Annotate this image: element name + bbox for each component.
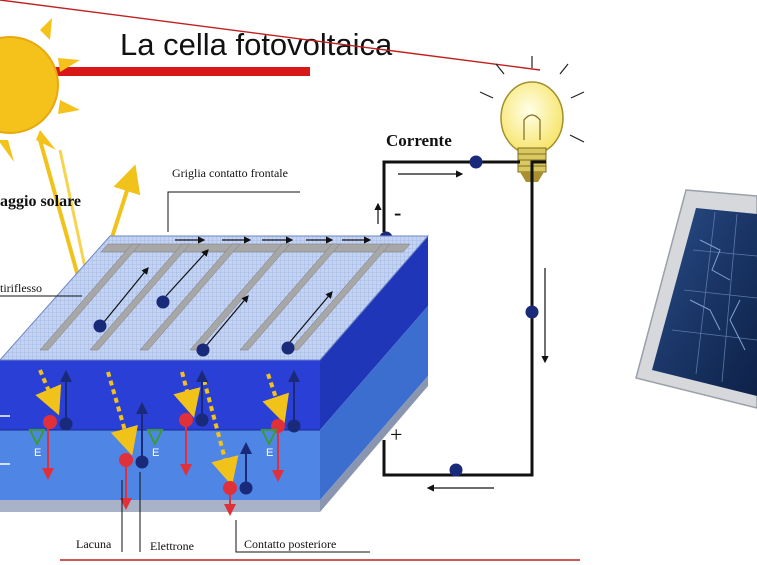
elettrone-label: Elettrone: [150, 539, 194, 553]
electric-field-markers: E E E: [28, 429, 278, 459]
field-label-2: E: [152, 447, 159, 459]
griglia-leader: [167, 191, 300, 232]
contatto-leader: [235, 520, 370, 553]
front-contact-grid: [39, 243, 411, 351]
solar-panel-photo: [635, 189, 757, 409]
surface-electrons: [93, 295, 295, 357]
title-bar: [40, 67, 310, 76]
field-label-3: E: [266, 447, 273, 459]
grid-current-arrows: [103, 236, 372, 347]
sun-icon: [0, 18, 80, 162]
electron-hole-pairs: [42, 370, 301, 516]
corrente-label: Corrente: [386, 131, 452, 150]
antiriflesso-label: tiriflesso: [0, 281, 42, 295]
lacuna-label: Lacuna: [76, 537, 112, 551]
plus-terminal: +: [390, 422, 402, 447]
minus-terminal: -: [394, 200, 401, 225]
field-label-1: E: [34, 447, 41, 459]
title-rule: [0, 0, 541, 71]
griglia-label: Griglia contatto frontale: [172, 166, 288, 180]
photon-arrows: [35, 369, 289, 486]
contatto-posteriore-label: Contatto posteriore: [244, 537, 336, 551]
raggio-solare-label: aggio solare: [0, 193, 81, 210]
cell-block: [0, 235, 430, 512]
page-title: La cella fotovoltaica: [120, 27, 393, 62]
